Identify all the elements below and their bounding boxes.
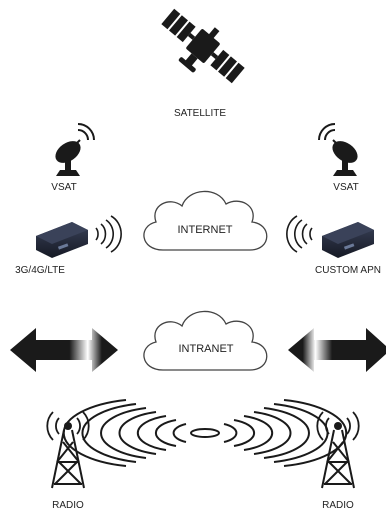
radio-wave-icon	[62, 399, 348, 467]
bidirectional-arrow-icon	[288, 328, 386, 372]
bidirectional-arrow-icon	[10, 328, 118, 372]
radio-right-label: RADIO	[322, 500, 354, 511]
radio-tower-icon	[46, 411, 90, 489]
satellite-icon	[161, 8, 245, 84]
vsat-right-label: VSAT	[333, 182, 358, 193]
satellite-dish-icon	[55, 123, 95, 176]
wireless-modem-icon	[322, 222, 374, 258]
radio-left-label: RADIO	[52, 500, 84, 511]
satellite-label: SATELLITE	[174, 108, 226, 119]
internet-label: INTERNET	[178, 224, 233, 236]
radio-wave-icon	[95, 215, 122, 253]
satellite-dish-icon	[318, 123, 358, 176]
cloud-icon	[143, 190, 268, 251]
lte-label: 3G/4G/LTE	[15, 265, 65, 276]
intranet-label: INTRANET	[179, 343, 234, 355]
cloud-icon	[143, 310, 268, 371]
vsat-left-label: VSAT	[51, 182, 76, 193]
custom-apn-label: CUSTOM APN	[315, 265, 381, 276]
radio-wave-icon	[286, 215, 313, 253]
wireless-modem-icon	[36, 222, 88, 258]
